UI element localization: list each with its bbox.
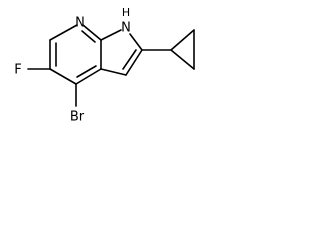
bond-c3-c4-double bbox=[76, 65, 97, 78]
atom-pyridine-n: N bbox=[75, 16, 85, 31]
atom-fluorine: F bbox=[14, 63, 21, 78]
atom-pyrrole-h: H bbox=[122, 6, 130, 19]
bond-c3-c4 bbox=[75, 68, 102, 85]
bond-c6-c7-double bbox=[122, 49, 137, 70]
bond-c2-c3 bbox=[49, 68, 77, 85]
bond-nh-c6 bbox=[129, 33, 143, 51]
bond-cp-b bbox=[170, 49, 195, 70]
bond-c6-c7 bbox=[125, 49, 143, 76]
bond-c7-c4 bbox=[100, 68, 127, 76]
bond-c5-n bbox=[82, 24, 102, 41]
bonds bbox=[27, 24, 195, 107]
atom-bromine: Br bbox=[70, 110, 85, 125]
atom-pyrrole-n: N bbox=[121, 21, 131, 36]
bond-c5-n-double bbox=[81, 30, 96, 43]
bond-c5-nh bbox=[100, 29, 122, 41]
chemical-structure: N H N F Br bbox=[14, 6, 195, 125]
atom-labels: N H N F Br bbox=[14, 6, 131, 125]
bond-cp-a bbox=[170, 29, 195, 51]
bond-n-c1 bbox=[49, 24, 78, 41]
